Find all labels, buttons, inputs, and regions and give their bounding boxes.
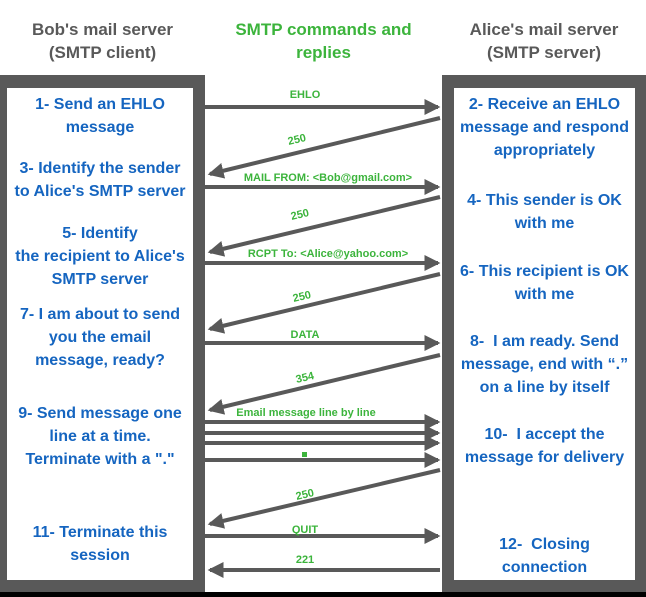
message-label: DATA: [290, 329, 320, 341]
step-text: message and respond: [460, 119, 629, 136]
step-text: 6- This recipient is OK: [460, 263, 629, 280]
client-step: 1- Send an EHLO message: [7, 93, 193, 139]
message-arrow: [207, 468, 441, 529]
step-text: message, ready?: [35, 352, 165, 369]
message-label: RCPT To: <Alice@yahoo.com>: [247, 248, 409, 260]
client-header-line2: (SMTP client): [48, 43, 157, 62]
step-text: Terminate with a ".": [25, 451, 175, 468]
server-step: 2- Receive an EHLO message and respond app…: [454, 93, 635, 162]
server-header: Alice's mail server (SMTP server): [442, 18, 646, 64]
step-text: line at a time.: [49, 428, 151, 445]
step-text: 1- Send an EHLO: [35, 96, 165, 113]
step-text: appropriately: [493, 142, 596, 159]
client-header: Bob's mail server (SMTP client): [0, 18, 205, 64]
terminator-dot: [302, 452, 307, 457]
message-arrow: [207, 195, 441, 257]
message-arrow: [207, 353, 441, 415]
commands-header: SMTP commands and replies: [205, 18, 442, 64]
server-step: 6- This recipient is OK with me: [454, 260, 635, 306]
step-text: 9- Send message one: [18, 405, 182, 422]
server-header-line1: Alice's mail server: [469, 20, 619, 39]
step-text: 5- Identify: [62, 225, 138, 242]
message-label: Email message line by line: [236, 407, 376, 419]
step-text: with me: [514, 215, 575, 232]
step-text: to Alice's SMTP server: [14, 183, 186, 200]
message-label: 221: [295, 554, 315, 566]
server-step: 10- I accept the message for delivery: [454, 423, 635, 469]
server-header-line2: (SMTP server): [486, 43, 601, 62]
message-arrow: [207, 272, 441, 334]
step-text: SMTP server: [51, 271, 149, 288]
message-label: EHLO: [289, 89, 321, 101]
client-box: [0, 75, 205, 592]
step-text: 4- This sender is OK: [467, 192, 622, 209]
step-text: connection: [501, 559, 588, 576]
step-text: 12- Closing: [499, 536, 590, 553]
server-step: 8- I am ready. Send message, end with “.”…: [454, 330, 635, 399]
bottom-bar: [0, 592, 646, 597]
client-step: 7- I am about to send you the email messag…: [7, 303, 193, 372]
step-text: 10- I accept the: [484, 426, 605, 443]
step-text: 8- I am ready. Send: [469, 333, 620, 350]
step-text: 3- Identify the sender: [19, 160, 181, 177]
step-text: session: [70, 547, 130, 564]
client-step: 3- Identify the sender to Alice's SMTP se…: [7, 157, 193, 203]
step-text: you the email: [48, 329, 152, 346]
step-text: with me: [514, 286, 575, 303]
message-arrow: [207, 116, 441, 179]
client-step: 9- Send message one line at a time. Termin…: [7, 402, 193, 471]
server-box: [442, 75, 646, 592]
client-header-line1: Bob's mail server: [31, 20, 174, 39]
client-step: 11- Terminate this session: [7, 521, 193, 567]
message-label: QUIT: [291, 524, 319, 536]
step-text: message, end with “.”: [460, 356, 629, 373]
step-text: 11- Terminate this: [32, 524, 168, 541]
message-label: MAIL FROM: <Bob@gmail.com>: [243, 172, 413, 184]
commands-header-line1: SMTP commands and: [235, 20, 412, 39]
step-text: 2- Receive an EHLO: [468, 96, 621, 113]
server-step: 4- This sender is OK with me: [454, 189, 635, 235]
commands-header-line2: replies: [296, 43, 351, 62]
step-text: the recipient to Alice's: [15, 248, 185, 265]
step-text: message for delivery: [464, 449, 625, 466]
server-step: 12- Closing connection: [454, 533, 635, 579]
step-text: on a line by itself: [479, 379, 610, 396]
step-text: message: [65, 119, 135, 136]
step-text: 7- I am about to send: [19, 306, 180, 323]
